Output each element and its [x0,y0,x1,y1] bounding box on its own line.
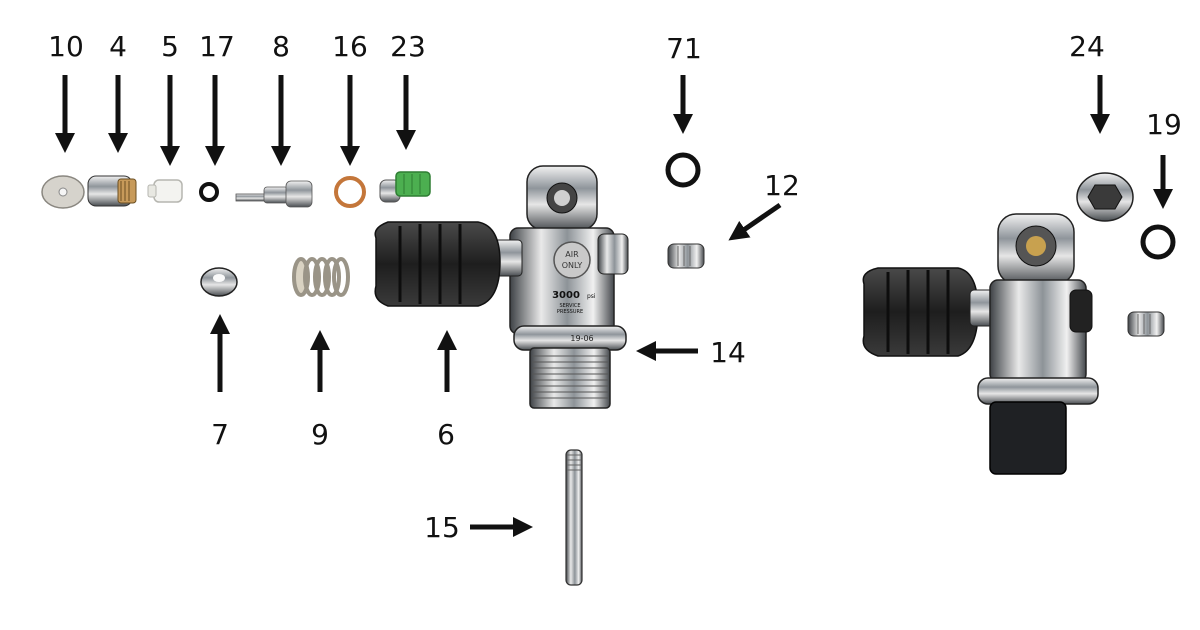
marking-only: ONLY [562,261,583,270]
label-71: 71 [666,32,702,65]
part-7-cap [200,267,238,297]
marking-pressure: 3000 [552,290,580,301]
label-5: 5 [161,30,179,63]
marking-date: 19-06 [570,334,593,343]
arrow-12 [728,202,782,241]
label-15: 15 [424,511,460,544]
valve-assembly-exploded: AIR ONLY 3000 psi SERVICE PRESSURE 19-06 [374,165,629,409]
label-16: 16 [332,30,368,63]
part-15-dip-tube [565,449,583,586]
part-10-washer [41,175,85,209]
arrows [55,75,1173,537]
label-8: 8 [272,30,290,63]
part-24-hex-nut [1076,172,1134,222]
label-14: 14 [710,336,746,369]
part-17-o-ring [199,182,219,202]
marking-service: SERVICE [559,303,580,309]
part-4-seat-housing [87,175,137,207]
label-6: 6 [437,418,455,451]
part-9-spring [292,257,350,297]
marking-air: AIR [565,250,579,259]
label-7: 7 [211,418,229,451]
part-5-seat-disc [147,179,183,203]
label-24: 24 [1069,30,1105,63]
part-23-green-plug [379,171,431,203]
label-19: 19 [1146,108,1182,141]
part-8-stem [235,180,313,208]
label-23: 23 [390,30,426,63]
label-9: 9 [311,418,329,451]
part-16-copper-washer [334,176,366,208]
label-10: 10 [48,30,84,63]
label-4: 4 [109,30,127,63]
part-19-o-ring [1140,224,1176,260]
part-12-plug [667,243,705,269]
plug-right [1127,311,1165,337]
part-71-o-ring [665,152,701,188]
part-labels: 10 4 5 17 8 16 23 71 12 24 19 7 9 6 14 1… [48,30,1182,544]
marking-pressure-unit: psi [587,293,596,300]
valve-assembled [862,213,1099,475]
label-12: 12 [764,169,800,202]
label-17: 17 [199,30,235,63]
marking-pressure-word: PRESSURE [557,309,583,315]
